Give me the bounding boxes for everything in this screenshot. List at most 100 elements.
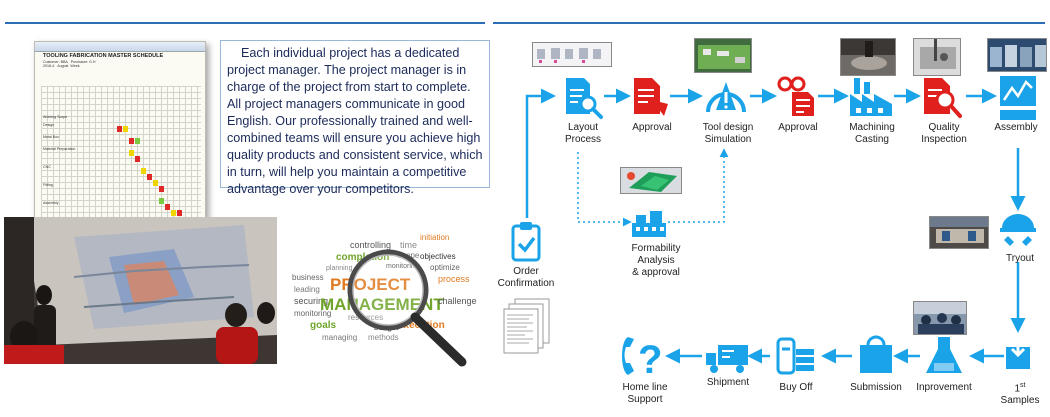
approval-glasses-icon — [777, 76, 814, 116]
samples-superscript: st — [1020, 382, 1026, 389]
improvement-thumbnail-art — [914, 302, 966, 334]
spreadsheet-row-label: Metal Box — [43, 135, 59, 139]
improvement-label: Inprovement — [916, 382, 972, 393]
machining-label: Machining Casting — [849, 122, 895, 145]
assembly-monitor-icon — [1000, 76, 1036, 120]
layout-process-icon — [566, 78, 603, 119]
homeline-support-phone-icon: ? — [622, 337, 662, 379]
spreadsheet-row-label: Assembly — [43, 201, 59, 205]
order-confirmation-icon — [511, 222, 541, 262]
formability-label: Formability Analysis & approval — [631, 243, 681, 278]
order-documents-thumbnail — [503, 297, 553, 355]
gantt-cell — [165, 204, 170, 210]
spreadsheet-purchaser-text: Purchaser: G.H — [70, 60, 96, 64]
gantt-cell — [129, 138, 134, 144]
approval-2-label: Approval — [778, 122, 818, 133]
gantt-cell — [147, 174, 152, 180]
buyoff-money-icon — [776, 337, 814, 375]
spreadsheet-year: 2018-4 — [43, 64, 55, 68]
cloud-word: managing — [322, 333, 357, 342]
shipment-label: Shipment — [706, 377, 750, 388]
formability-thumbnail — [620, 167, 682, 194]
spreadsheet-customer-text: Customer: BBA — [43, 60, 68, 64]
cloud-word: methods — [368, 333, 399, 342]
quality-label: Quality Inspection — [921, 122, 967, 145]
cloud-word: initiation — [420, 233, 449, 242]
cloud-word: monitoring — [294, 309, 331, 318]
samples-number: 1 — [1014, 383, 1021, 395]
cloud-word: monitoring — [386, 263, 419, 270]
spreadsheet-row-label: Design — [43, 123, 55, 127]
spreadsheet-row-label: Working Scope — [43, 115, 68, 119]
spreadsheet-row-label: Fitting — [43, 183, 53, 187]
improvement-flask-icon — [926, 337, 962, 373]
formability-thumbnail-art — [627, 172, 677, 192]
spreadsheet-customer: Customer: BBA Purchaser: G.H — [35, 60, 205, 64]
word-cloud-illustration: controlling time initiation completion s… — [292, 233, 477, 367]
homeline-support-label: Home line Support — [622, 382, 668, 405]
flow-line-formability-right — [668, 148, 729, 223]
spreadsheet-title: TOOLING FABRICATION MASTER SCHEDULE — [43, 53, 164, 59]
flow-line-formability-left — [577, 152, 632, 227]
tool-design-simulation-icon — [706, 82, 746, 113]
spreadsheet-week: Week — [70, 64, 80, 68]
right-header-rule — [493, 22, 1045, 24]
approval-document-icon — [634, 78, 668, 116]
factory-icon — [850, 78, 892, 116]
tryout-helmet-icon — [1000, 214, 1036, 246]
tryout-thumbnail — [929, 216, 989, 249]
spreadsheet-month: August — [57, 64, 69, 68]
gantt-cell — [129, 150, 134, 156]
formability-analysis-icon — [632, 211, 666, 237]
tool-design-thumbnail-art — [698, 45, 750, 69]
tool-design-thumbnail — [694, 38, 752, 73]
approval-1-label: Approval — [632, 122, 672, 133]
gantt-cell — [177, 210, 182, 216]
gantt-cell — [135, 156, 140, 162]
gantt-cell — [123, 126, 128, 132]
left-header-rule — [5, 22, 485, 24]
gantt-cell — [135, 138, 140, 144]
gantt-cell — [171, 210, 176, 216]
cloud-word: securing — [294, 296, 328, 306]
master-schedule-spreadsheet: TOOLING FABRICATION MASTER SCHEDULE Cust… — [34, 41, 206, 251]
machining-thumbnail — [840, 38, 896, 76]
order-documents-art — [503, 298, 550, 354]
layout-thumbnail — [532, 42, 612, 67]
order-confirmation-label: Order Confirmation — [497, 266, 555, 289]
cloud-word: optimize — [430, 263, 460, 272]
cloud-word: completion — [336, 252, 389, 263]
gantt-cell — [153, 180, 158, 186]
tryout-thumbnail-art — [930, 217, 988, 243]
submission-bag-icon — [860, 335, 892, 373]
spreadsheet-toolbar — [35, 42, 205, 52]
flow-line-top — [525, 88, 556, 218]
assembly-label: Assembly — [994, 122, 1038, 133]
samples-box-icon — [1006, 339, 1030, 369]
quality-inspection-icon — [924, 78, 962, 118]
project-manager-description: Each individual project has a dedicated … — [220, 40, 490, 196]
tryout-label: Tryout — [1006, 253, 1034, 264]
improvement-thumbnail — [913, 301, 967, 335]
tool-design-label: Tool design Simulation — [702, 122, 754, 145]
team-meeting-photo — [4, 217, 277, 364]
cloud-word: process — [438, 274, 470, 284]
gantt-cell — [141, 168, 146, 174]
spreadsheet-row-label: CNC — [43, 165, 51, 169]
cloud-word: objectives — [420, 252, 456, 261]
layout-thumbnail-art — [537, 48, 601, 63]
gantt-cell — [117, 126, 122, 132]
cloud-word: planning — [326, 265, 353, 272]
gantt-cell — [159, 198, 164, 204]
quality-thumbnail — [913, 38, 961, 76]
submission-label: Submission — [850, 382, 902, 393]
buyoff-label: Buy Off — [779, 382, 813, 393]
spreadsheet-row-label: Material Preparation — [43, 147, 76, 151]
assembly-thumbnail-art — [990, 45, 1046, 67]
question-mark-glyph: ? — [638, 338, 662, 379]
cloud-word: business — [292, 273, 324, 282]
samples-text: Samples — [1000, 395, 1040, 407]
cloud-word: leading — [294, 285, 320, 294]
